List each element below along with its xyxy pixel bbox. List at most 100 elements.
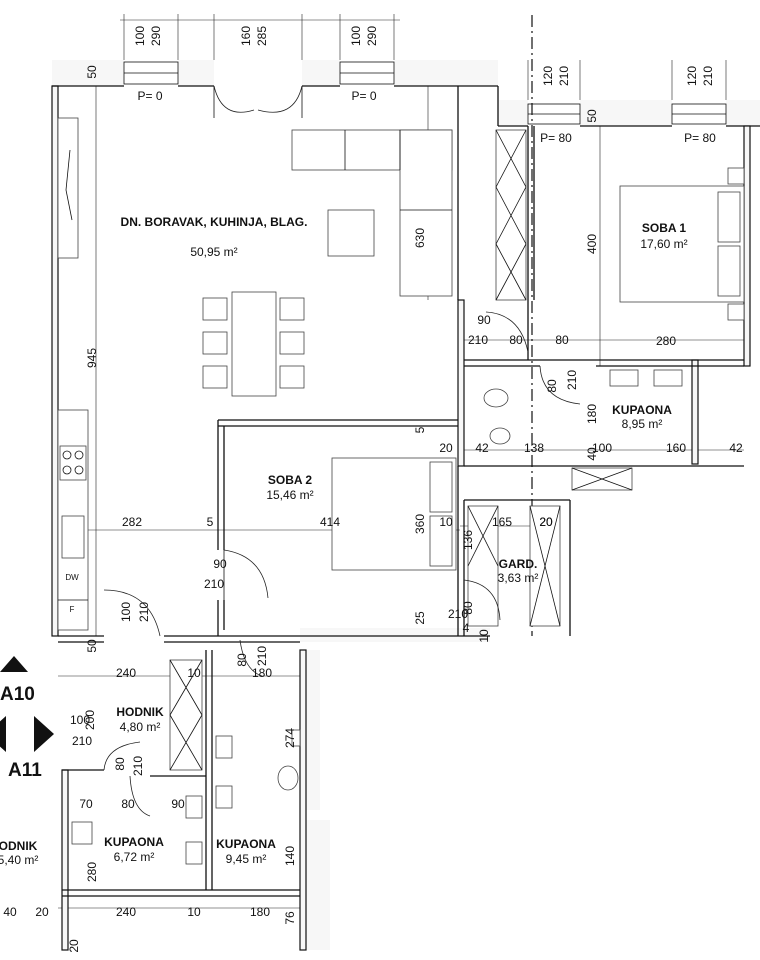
dim-value: 210	[72, 734, 92, 748]
dim-value: 50	[85, 65, 99, 79]
dim-value: 120	[685, 66, 699, 86]
dim-value: 42	[729, 441, 743, 455]
dim-value: 160	[239, 26, 253, 46]
room-soba2-area: 15,46 m²	[266, 488, 313, 502]
bed	[331, 167, 745, 571]
dim-value: 80	[235, 653, 249, 667]
room-hodnik-area: 4,80 m²	[120, 720, 161, 734]
sofa	[291, 129, 453, 297]
dim-value: 240	[116, 666, 136, 680]
dim-value: 10	[477, 629, 491, 643]
dim-value: 136	[461, 530, 475, 550]
dim-value: 100	[70, 713, 90, 727]
dim-value: 210	[131, 756, 145, 776]
dim-value: 40	[3, 905, 17, 919]
dim-value: 50	[585, 109, 599, 123]
dim-value: 210	[137, 602, 151, 622]
parapet-label: P= 80	[684, 131, 716, 145]
room-living-name: DN. BORAVAK, KUHINJA, BLAG.	[121, 215, 308, 229]
dim-value: 20	[539, 515, 553, 529]
section-label-a10: A10	[0, 684, 35, 705]
dim-value: 290	[365, 26, 379, 46]
dim-value: 10	[187, 666, 201, 680]
dim-value: 165	[492, 515, 512, 529]
dim-value: 160	[666, 441, 686, 455]
dim-value: 210	[701, 66, 715, 86]
dim-value: 25	[413, 611, 427, 625]
dim-value: 180	[250, 905, 270, 919]
dim-value: 90	[171, 797, 185, 811]
dim-value: 20	[439, 441, 453, 455]
parapet-label: P= 0	[351, 89, 376, 103]
room-soba1-area: 17,60 m²	[640, 237, 687, 251]
dimension-values: 100 290 160 285 100 290 120 210 120 210 …	[3, 26, 743, 953]
sanitary	[71, 369, 683, 865]
dim-value: 20	[539, 515, 553, 529]
room-hodnik-name: HODNIK	[116, 705, 164, 719]
dim-value: 80	[461, 601, 475, 615]
dim-value: 40	[585, 447, 599, 461]
appliance-dw: DW	[65, 573, 79, 582]
room-hodnik2-name: ODNIK	[0, 839, 38, 853]
room-kupaona1-name: KUPAONA	[612, 403, 672, 417]
interior-walls	[58, 126, 744, 951]
dim-value: 210	[448, 607, 468, 621]
dim-value: 282	[122, 515, 142, 529]
doors	[103, 311, 581, 817]
dim-value: 70	[79, 797, 93, 811]
dim-value: 80	[545, 379, 559, 393]
dim-value: 180	[252, 666, 272, 680]
dim-value: 100	[119, 602, 133, 622]
parapet-label: P= 0	[137, 89, 162, 103]
dim-value: 10	[439, 515, 453, 529]
dim-value: 90	[213, 557, 227, 571]
dim-value: 80	[509, 333, 523, 347]
dim-value: 210	[204, 577, 224, 591]
dim-value: 80	[121, 797, 135, 811]
section-label-a11: A11	[8, 760, 42, 781]
dim-value: 10	[187, 905, 201, 919]
dim-value: 274	[283, 728, 297, 748]
parapet-label: P= 80	[540, 131, 572, 145]
dim-value: 945	[85, 348, 99, 368]
dim-value: 630	[413, 228, 427, 248]
dim-value: 210	[468, 333, 488, 347]
dim-value: 90	[477, 313, 491, 327]
dim-value: 5	[207, 515, 214, 529]
dim-value: 290	[149, 26, 163, 46]
room-kupaona2-area: 6,72 m²	[114, 850, 155, 864]
dim-value: 280	[85, 862, 99, 882]
wardrobe	[169, 129, 633, 771]
section-markers	[0, 656, 54, 752]
dim-value: 180	[585, 404, 599, 424]
room-hodnik2-area: 5,40 m²	[0, 853, 38, 867]
room-kupaona3-name: KUPAONA	[216, 837, 276, 851]
dim-value: 210	[255, 646, 269, 666]
dim-value: 414	[320, 515, 340, 529]
dim-value: 42	[475, 441, 489, 455]
room-gard-area: 3,63 m²	[498, 571, 539, 585]
dining-table	[202, 291, 305, 397]
room-soba2-name: SOBA 2	[268, 473, 313, 487]
dim-value: 100	[349, 26, 363, 46]
dim-value: 80	[113, 757, 127, 771]
room-gard-name: GARD.	[499, 557, 538, 571]
dim-value: 20	[67, 939, 81, 953]
dim-value: 240	[116, 905, 136, 919]
dim-value: 100	[133, 26, 147, 46]
dim-value: 210	[565, 370, 579, 390]
dim-value: 4	[463, 621, 470, 635]
dim-value: 20	[35, 905, 49, 919]
appliance-f: F	[70, 605, 75, 614]
dim-value: 140	[283, 846, 297, 866]
dim-value: 138	[524, 441, 544, 455]
dim-value: 5	[413, 426, 427, 433]
dim-value: 360	[413, 514, 427, 534]
room-labels: DN. BORAVAK, KUHINJA, BLAG. 50,95 m² SOB…	[0, 215, 688, 867]
room-kupaona1-area: 8,95 m²	[622, 417, 663, 431]
dim-value: 50	[85, 639, 99, 653]
dim-value: 210	[557, 66, 571, 86]
dim-value: 400	[585, 234, 599, 254]
dim-value: 280	[656, 334, 676, 348]
